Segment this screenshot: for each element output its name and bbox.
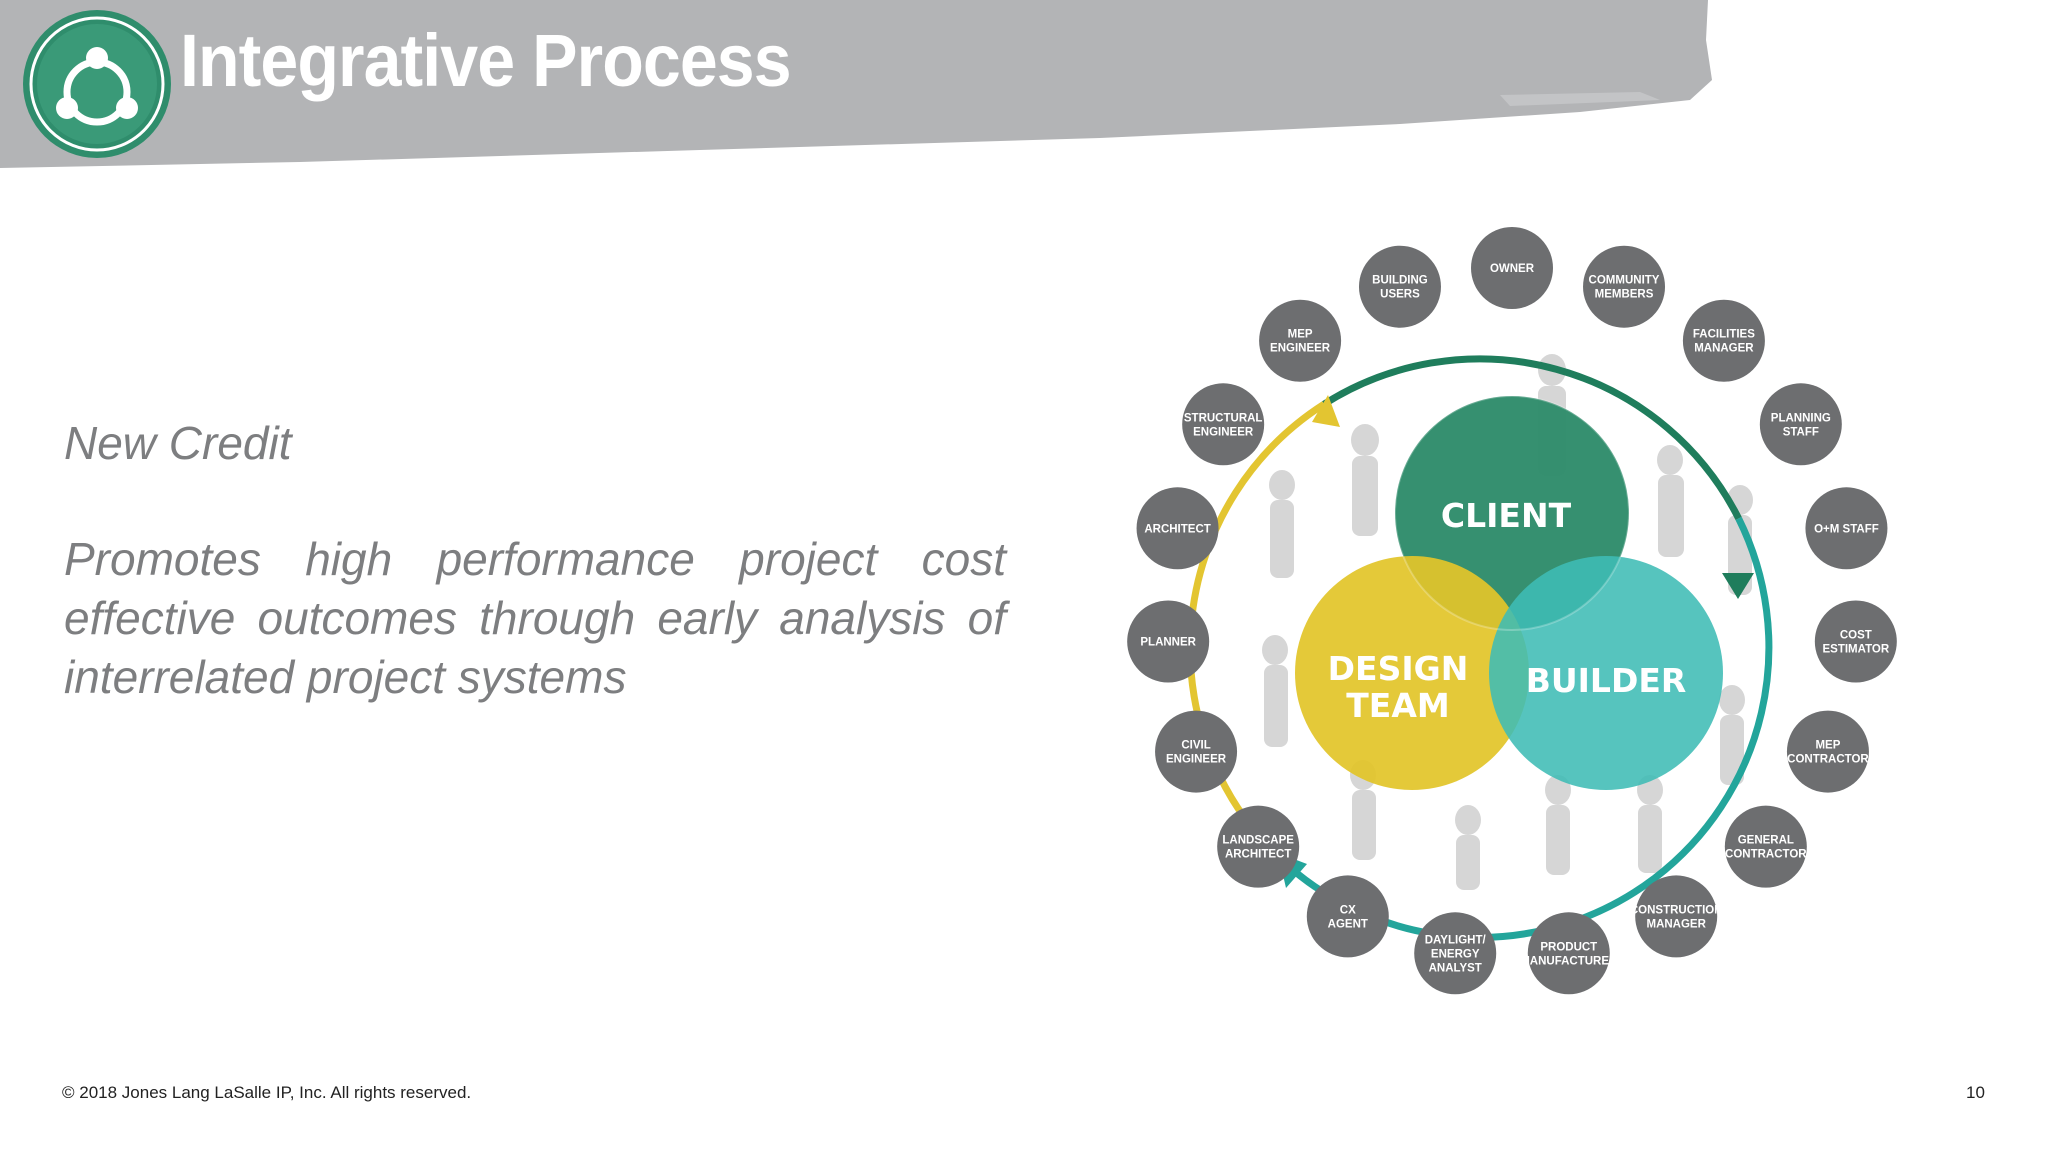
design-team-label-line2: TEAM [1346, 686, 1449, 725]
role-node: CIVIL ENGINEER [1155, 710, 1238, 793]
design-team-label-line1: DESIGN [1328, 649, 1469, 688]
role-node: MEP CONTRACTOR [1786, 710, 1869, 793]
role-circle [1724, 805, 1807, 888]
role-label: COMMUNITY [1589, 275, 1660, 287]
role-label: COST [1840, 629, 1872, 641]
role-label: ENGINEER [1193, 426, 1254, 438]
role-node: OWNER [1471, 227, 1553, 309]
role-circle [1358, 245, 1441, 328]
role-circle [1414, 912, 1497, 995]
role-label: CONSTRUCTION [1630, 904, 1723, 916]
role-label: LANDSCAPE [1222, 835, 1294, 847]
role-circle [1805, 487, 1888, 570]
role-circle [1259, 299, 1342, 382]
role-label: MANAGER [1646, 918, 1706, 930]
role-circle [1635, 875, 1718, 958]
role-label: CIVIL [1181, 740, 1210, 752]
role-circle [1127, 600, 1210, 683]
role-ring: OWNER COMMUNITY MEMBERS FACILITIES MANAGER PL… [1127, 227, 1897, 995]
role-node: O+M STAFF [1805, 487, 1888, 570]
role-node: CONSTRUCTION MANAGER [1630, 875, 1723, 958]
role-label: MEP [1815, 740, 1840, 752]
role-circle [1682, 299, 1765, 382]
role-node: PRODUCT MANUFACTURER [1520, 912, 1618, 995]
client-label: CLIENT [1441, 496, 1572, 535]
role-node: PLANNER [1127, 600, 1210, 683]
role-node: BUILDING USERS [1358, 245, 1441, 328]
footer-copyright: © 2018 Jones Lang LaSalle IP, Inc. All r… [62, 1083, 472, 1102]
credit-description: Promotes high performance project cost e… [64, 533, 1006, 703]
page-number: 10 [1966, 1083, 1985, 1102]
header-banner [0, 0, 1712, 168]
role-label: ARCHITECT [1225, 849, 1291, 861]
arrowhead-green [1722, 573, 1754, 599]
design-team-circle [1295, 556, 1529, 790]
role-label: MANUFACTURER [1520, 955, 1618, 967]
role-label: PLANNER [1140, 636, 1196, 648]
role-circle [1155, 710, 1238, 793]
role-node: MEP ENGINEER [1259, 299, 1342, 382]
builder-label: BUILDER [1526, 661, 1687, 700]
role-node: LANDSCAPE ARCHITECT [1217, 805, 1300, 888]
role-label: STAFF [1783, 426, 1819, 438]
role-label: MEP [1288, 329, 1313, 341]
role-label: ARCHITECT [1144, 523, 1210, 535]
role-node: COMMUNITY MEMBERS [1583, 245, 1666, 328]
role-node: CX AGENT [1306, 875, 1389, 958]
arrowhead-yellow [1312, 395, 1340, 427]
role-label: CONTRACTOR [1725, 849, 1807, 861]
role-label: AGENT [1328, 918, 1368, 930]
role-label: CONTRACTOR [1787, 754, 1869, 766]
role-label: GENERAL [1738, 835, 1794, 847]
role-label: PRODUCT [1540, 941, 1597, 953]
role-circle [1583, 245, 1666, 328]
credit-subtitle: New Credit [64, 417, 292, 469]
integrative-process-diagram: CLIENT DESIGN TEAM BUILDER OWNER COMMUNIT… [1127, 227, 1897, 995]
role-label: O+M STAFF [1814, 523, 1879, 535]
role-label: DAYLIGHT/ [1425, 934, 1487, 946]
role-circle [1182, 383, 1265, 466]
role-node: FACILITIES MANAGER [1682, 299, 1765, 382]
role-circle [1471, 227, 1553, 309]
role-label: ESTIMATOR [1822, 643, 1889, 655]
role-circle [1814, 600, 1897, 683]
builder-circle [1489, 556, 1723, 790]
role-label: CX [1340, 904, 1356, 916]
team-cycle-icon [23, 10, 171, 158]
role-circle [1306, 875, 1389, 958]
role-label: MANAGER [1694, 343, 1754, 355]
role-node: ARCHITECT [1136, 487, 1219, 570]
role-node: DAYLIGHT/ENERGY ANALYST [1414, 912, 1497, 995]
role-label: MEMBERS [1595, 289, 1654, 301]
role-label: ANALYST [1429, 962, 1482, 974]
role-circle [1217, 805, 1300, 888]
role-node: COST ESTIMATOR [1814, 600, 1897, 683]
role-label: OWNER [1490, 263, 1535, 275]
role-circle [1786, 710, 1869, 793]
role-label: ENERGY [1431, 948, 1480, 960]
role-node: PLANNING STAFF [1759, 383, 1842, 466]
role-label: ENGINEER [1270, 343, 1331, 355]
role-node: GENERAL CONTRACTOR [1724, 805, 1807, 888]
role-label: ENGINEER [1166, 754, 1227, 766]
role-label: PLANNING [1771, 412, 1831, 424]
role-label: FACILITIES [1693, 329, 1755, 341]
role-label: BUILDING [1372, 275, 1428, 287]
role-circle [1527, 912, 1610, 995]
role-circle [1136, 487, 1219, 570]
role-label: STRUCTURAL [1184, 412, 1263, 424]
role-label: USERS [1380, 289, 1420, 301]
page-title: Integrative Process [180, 19, 792, 102]
role-circle [1759, 383, 1842, 466]
role-node: STRUCTURAL ENGINEER [1182, 383, 1265, 466]
